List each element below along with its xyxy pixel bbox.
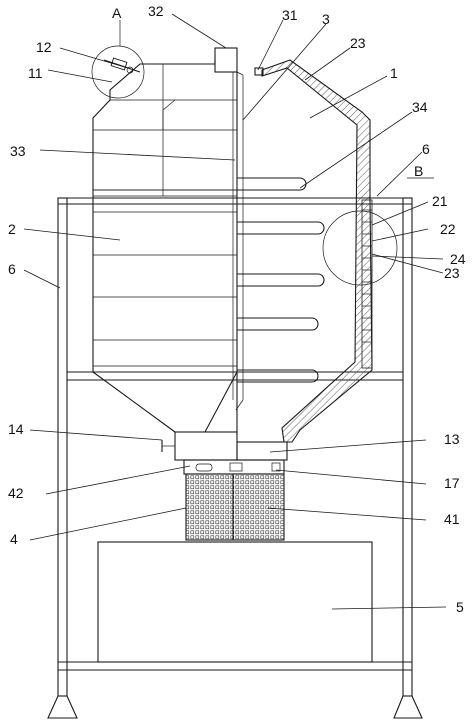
label-22: 22	[440, 221, 456, 237]
filter-mesh-box	[185, 473, 285, 541]
label-24: 24	[450, 251, 466, 267]
label-A: A	[112, 5, 122, 21]
vessel-wall	[254, 59, 373, 443]
agitator-blades	[237, 177, 325, 383]
label-14: 14	[8, 421, 24, 437]
label-33: 33	[10, 143, 26, 159]
heating-coil	[361, 199, 373, 369]
label-23-bottom: 23	[444, 265, 460, 281]
label-12: 12	[36, 39, 52, 55]
label-6-left: 6	[8, 261, 16, 277]
leader-lines	[23, 13, 447, 610]
valve-assembly	[103, 57, 141, 74]
label-5: 5	[456, 599, 464, 615]
detail-circle-b	[322, 210, 398, 286]
label-21: 21	[432, 193, 448, 209]
label-31: 31	[282, 7, 298, 23]
top-motor-block	[214, 47, 238, 73]
label-2: 2	[8, 221, 16, 237]
label-41: 41	[444, 511, 460, 527]
left-cone	[92, 371, 238, 433]
outlet-neck	[161, 431, 288, 461]
inner-shaft	[235, 71, 244, 411]
left-hopper-body	[92, 189, 237, 372]
upper-section	[92, 60, 237, 196]
label-42: 42	[8, 485, 24, 501]
label-11: 11	[28, 65, 43, 81]
label-6-right: 6	[422, 141, 430, 157]
detail-circle-a	[91, 45, 145, 99]
connector-plate	[183, 459, 285, 475]
label-23-top: 23	[350, 35, 366, 51]
label-3: 3	[322, 11, 330, 27]
label-34: 34	[412, 99, 428, 115]
label-17: 17	[444, 475, 460, 491]
label-32: 32	[148, 3, 164, 19]
label-13: 13	[444, 431, 460, 447]
label-1: 1	[390, 65, 398, 81]
label-4: 4	[10, 531, 18, 547]
label-B: B	[414, 163, 423, 179]
base-box	[97, 541, 373, 663]
